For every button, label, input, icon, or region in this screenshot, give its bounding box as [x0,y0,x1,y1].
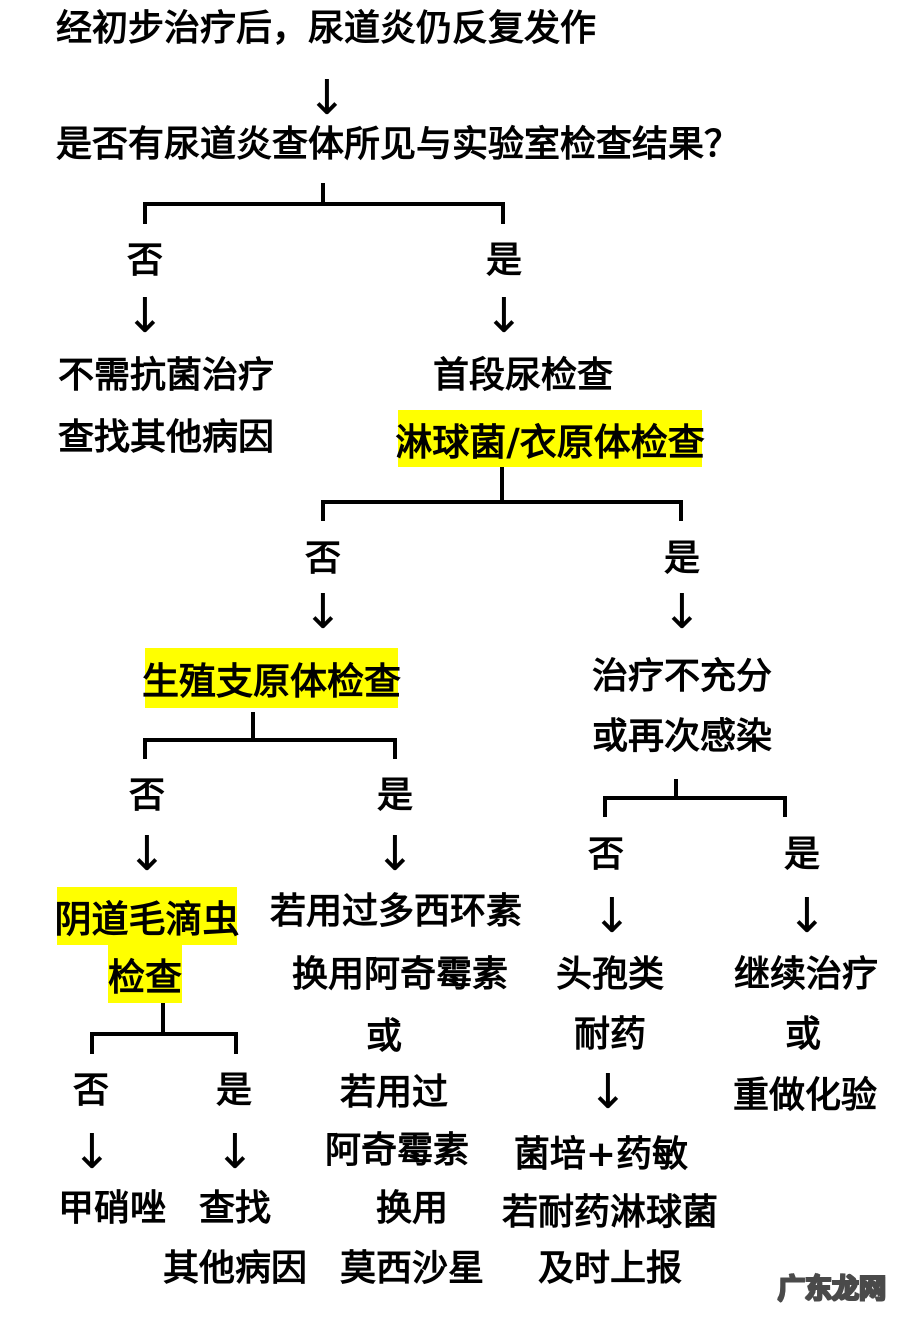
down-arrow: ↓ [587,1064,629,1120]
connector-tick [393,738,397,759]
down-arrow: ↓ [214,1124,256,1180]
branch2-no-label: 否 [304,538,342,579]
doxycycline-note-line6: 莫西沙星 [339,1248,485,1289]
down-arrow: ↓ [302,584,344,640]
connector-tick [234,1032,238,1054]
connector-tick [501,202,505,224]
connector-hline [143,738,397,742]
connector-tick [143,202,147,224]
continue-treatment-line2: 重做化验 [732,1075,878,1116]
down-arrow: ↓ [124,288,166,344]
down-arrow: ↓ [483,288,525,344]
connector-hline [143,202,505,206]
down-arrow: ↓ [306,70,348,126]
connector-tick [679,500,683,521]
branch3-yes-label: 是 [376,775,414,816]
doxycycline-note-line5: 换用 [375,1188,449,1229]
mg-test-highlight: 生殖支原体检查 [142,648,401,708]
inadequate-treatment-line1: 治疗不充分 [592,656,773,697]
down-arrow: ↓ [786,888,828,944]
connector-hline [321,500,683,504]
down-arrow: ↓ [374,826,416,882]
down-arrow: ↓ [71,1124,113,1180]
tv-test-highlight-line2: 检查 [108,945,182,1003]
connector-stub [161,1003,165,1036]
branch5-no-label: 否 [587,834,625,875]
branch2-yes-label: 是 [663,538,701,579]
doxycycline-note-line4: 阿奇霉素 [324,1130,470,1171]
connector-tick [90,1032,94,1054]
no-antibiotic-line2: 查找其他病因 [58,417,275,458]
metronidazole-node: 甲硝唑 [57,1188,167,1229]
branch4-no-label: 否 [72,1070,110,1111]
gc-ct-test-highlight: 淋球菌/衣原体检查 [395,410,705,467]
culture-sensitivity-node: 菌培+药敏 [513,1134,689,1175]
other-cause-line1: 查找 [198,1188,272,1229]
connector-stub [500,467,504,503]
connector-hline [603,796,787,800]
start-node: 经初步治疗后，尿道炎仍反复发作 [56,8,597,49]
connector-tick [603,796,607,817]
other-cause-line2: 其他病因 [162,1248,308,1289]
doxycycline-note-or: 或 [365,1016,403,1057]
branch5-yes-label: 是 [783,834,821,875]
doxycycline-note-line2: 换用阿奇霉素 [292,954,509,995]
cephalosporin-line2: 耐药 [573,1014,647,1055]
resistant-gc-line1: 若耐药淋球菌 [501,1192,719,1233]
connector-tick [321,500,325,521]
no-antibiotic-line1: 不需抗菌治疗 [58,355,275,396]
continue-treatment-line1: 继续治疗 [733,954,879,995]
down-arrow: ↓ [591,888,633,944]
connector-hline [90,1032,238,1036]
connector-stub [674,779,678,800]
doxycycline-note-line1: 若用过多西环素 [270,891,523,932]
resistant-gc-line2: 及时上报 [537,1248,683,1289]
cephalosporin-line1: 头孢类 [555,954,665,995]
branch1-no-label: 否 [126,240,164,281]
connector-tick [143,738,147,759]
site-watermark: 广东龙网 [777,1273,887,1306]
first-urine-node: 首段尿检查 [433,355,614,396]
connector-stub [251,712,255,741]
inadequate-treatment-line2: 或再次感染 [592,716,773,757]
tv-test-highlight-line1: 阴道毛滴虫 [55,887,240,945]
doxycycline-note-line3: 若用过 [339,1072,449,1113]
question-node: 是否有尿道炎查体所见与实验室检查结果？ [56,124,741,165]
connector-tick [783,796,787,817]
connector-stub [321,183,325,206]
continue-treatment-or: 或 [784,1014,822,1055]
branch3-no-label: 否 [128,775,166,816]
branch1-yes-label: 是 [485,240,523,281]
down-arrow: ↓ [126,826,168,882]
down-arrow: ↓ [661,584,703,640]
branch4-yes-label: 是 [215,1070,253,1111]
